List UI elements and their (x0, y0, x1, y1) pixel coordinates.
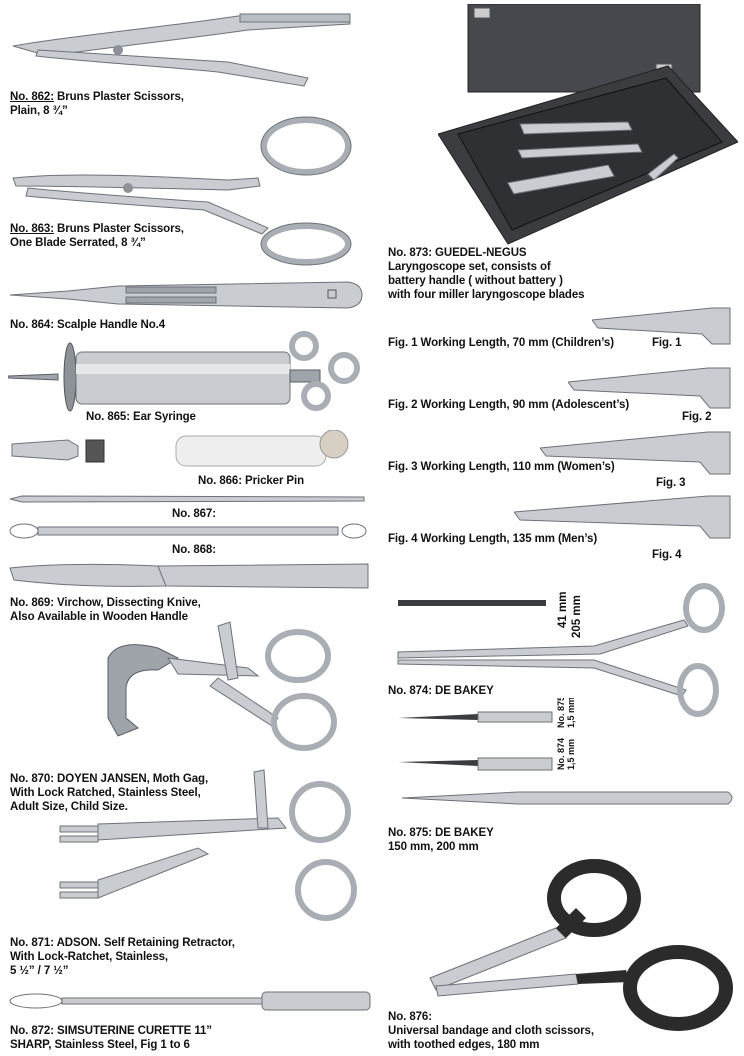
item-866-caption: No. 866: Pricker Pin (198, 475, 305, 487)
fig-4-label: Fig. 4 (652, 549, 682, 561)
scalpel-handle-image (8, 278, 364, 312)
blade-fig-3-image (540, 424, 732, 480)
fig-1-description: Fig. 1 Working Length, 70 mm (Children’s… (388, 337, 614, 349)
ear-syringe-image (8, 330, 368, 412)
de-bakey-clamp-image: 41 mm 205 mm (394, 580, 734, 720)
fig-2-description: Fig. 2 Working Length, 90 mm (Adolescent… (388, 399, 630, 411)
bruns-plaster-scissors-serrated-image (8, 116, 353, 268)
dim-41mm: 41 mm (557, 592, 569, 628)
pricker-pin-image (8, 430, 358, 472)
simsuterine-curette-image (8, 988, 372, 1014)
instrument-867-image (8, 492, 368, 506)
dissecting-knife-image (8, 560, 370, 594)
item-865-caption: No. 865: Ear Syringe (86, 411, 196, 423)
de-bakey-forceps-image: No. 874 1,5 mm No. 875 1,5 mm (398, 698, 738, 820)
item-862-caption: No. 862: Bruns Plaster Scissors, Plain, … (10, 91, 184, 117)
blade-fig-1-image (592, 300, 732, 352)
tag-874: No. 874 (556, 738, 566, 770)
item-869-caption: No. 869: Virchow, Dissecting Knive, Also… (10, 597, 201, 623)
fig-3-label: Fig. 3 (656, 477, 686, 489)
laryngoscope-case-image (438, 4, 738, 246)
adson-retractor-image (58, 768, 358, 928)
blade-fig-4-image (514, 488, 732, 544)
item-864-caption: No. 864: Scalple Handle No.4 (10, 319, 166, 331)
bruns-plaster-scissors-plain-image (8, 6, 353, 88)
tag-874-width: 1,5 mm (566, 739, 576, 770)
item-875-caption: No. 875: DE BAKEY 150 mm, 200 mm (388, 827, 494, 853)
item-876-caption: No. 876: Universal bandage and cloth sci… (388, 1011, 594, 1051)
dim-205mm: 205 mm (571, 595, 583, 638)
doyen-jansen-mouth-gag-image (98, 618, 348, 758)
item-867-caption: No. 867: (172, 508, 216, 520)
item-863-caption: No. 863: Bruns Plaster Scissors, One Bla… (10, 223, 184, 249)
item-871-caption: No. 871: ADSON. Self Retaining Retractor… (10, 937, 235, 977)
item-873-caption: No. 873: GUEDEL-NEGUS Laryngoscope set, … (388, 247, 585, 301)
item-868-caption: No. 868: (172, 544, 216, 556)
tag-875: No. 875 (556, 698, 566, 728)
item-870-caption: No. 870: DOYEN JANSEN, Moth Gag, With Lo… (10, 773, 209, 813)
fig-1-label: Fig. 1 (652, 337, 682, 349)
bandage-scissors-image (426, 858, 736, 1038)
fig-2-label: Fig. 2 (682, 411, 712, 423)
tag-875-width: 1,5 mm (566, 698, 576, 728)
fig-4-description: Fig. 4 Working Length, 135 mm (Men’s) (388, 533, 598, 545)
instrument-868-image (8, 520, 370, 542)
item-874-caption: No. 874: DE BAKEY (388, 685, 494, 697)
fig-3-description: Fig. 3 Working Length, 110 mm (Women’s) (388, 461, 615, 473)
item-872-caption: No. 872: SIMSUTERINE CURETTE 11” SHARP, … (10, 1025, 212, 1051)
blade-fig-2-image (568, 360, 732, 414)
